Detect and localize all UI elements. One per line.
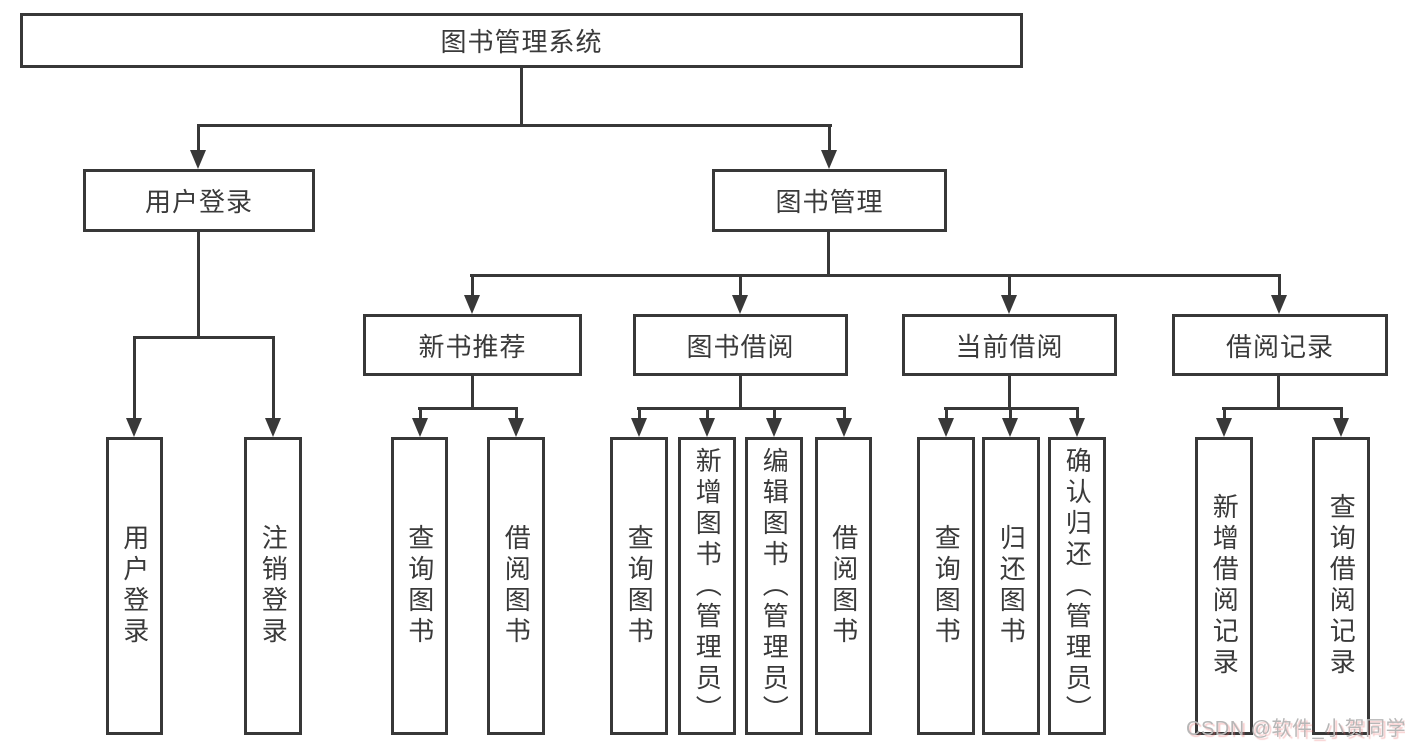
node-book-management-system-label: 图书管理系统 [440,27,603,57]
connector-arrow-stem [1222,407,1226,421]
connector-line [739,376,742,407]
connector-arrowhead-down-icon [508,418,524,437]
node-book-management-branch: 图书管理 [712,169,947,232]
connector-line [944,407,1079,410]
node-nb-query-books: 查询图书 [391,437,448,735]
node-borrowing-records-label: 借阅记录 [1225,331,1334,362]
node-current-borrowing: 当前借阅 [902,314,1117,376]
connector-arrowhead-down-icon [938,418,954,437]
connector-arrowhead-down-icon [412,418,428,437]
node-nb-borrow-books-label: 借阅图书 [501,524,532,648]
node-bb-add-books-admin: 新增图书（管理员） [678,437,736,735]
connector-line [197,232,200,336]
node-br-query-record: 查询借阅记录 [1312,437,1370,735]
connector-arrow-stem [514,407,518,421]
connector-arrowhead-down-icon [836,418,852,437]
connector-arrowhead-down-icon [126,418,142,437]
node-user-login-leaf-label: 用户登录 [119,524,150,648]
connector-arrowhead-down-icon [190,150,206,169]
node-logout-leaf-label: 注销登录 [258,524,289,648]
node-book-borrowing-label: 图书借阅 [686,331,795,362]
node-bb-borrow-books: 借阅图书 [815,437,872,735]
connector-arrowhead-down-icon [1001,295,1017,314]
connector-arrowhead-down-icon [464,295,480,314]
node-br-add-record: 新增借阅记录 [1195,437,1253,735]
connector-arrowhead-down-icon [766,418,782,437]
node-cb-return-books-label: 归还图书 [996,524,1027,648]
node-cb-return-books: 归还图书 [982,437,1040,735]
node-user-login-branch-label: 用户登录 [144,187,253,217]
connector-arrow-stem [1075,407,1079,421]
connector-line [470,274,1281,277]
node-nb-query-books-label: 查询图书 [404,524,435,648]
connector-line [133,336,275,339]
connector-arrow-stem [1008,407,1012,421]
node-bb-query-books-label: 查询图书 [624,524,655,648]
connector-line [418,407,518,410]
connector-arrow-stem [1339,407,1343,421]
node-book-borrowing: 图书借阅 [633,314,848,376]
connector-arrowhead-down-icon [699,418,715,437]
node-user-login-branch: 用户登录 [83,169,315,232]
node-book-management-system: 图书管理系统 [20,13,1023,68]
connector-arrowhead-down-icon [1216,418,1232,437]
connector-arrowhead-down-icon [631,418,647,437]
connector-arrow-stem [196,124,200,153]
node-new-book-recommend: 新书推荐 [363,314,582,376]
node-bb-edit-books-admin: 编辑图书（管理员） [745,437,803,735]
connector-arrow-stem [271,336,275,421]
connector-arrow-stem [470,274,474,298]
connector-arrowhead-down-icon [1333,418,1349,437]
connector-line [1008,376,1011,407]
node-new-book-recommend-label: 新书推荐 [418,331,527,362]
node-borrowing-records: 借阅记录 [1172,314,1388,376]
node-bb-query-books: 查询图书 [610,437,668,735]
connector-arrow-stem [637,407,641,421]
connector-arrow-stem [705,407,709,421]
connector-arrowhead-down-icon [1271,295,1287,314]
connector-arrow-stem [827,124,831,153]
node-cb-query-books-label: 查询图书 [931,524,962,648]
node-logout-leaf: 注销登录 [244,437,302,735]
node-cb-query-books: 查询图书 [917,437,975,735]
csdn-watermark: CSDN @软件_小贺同学 [1186,718,1405,740]
connector-arrowhead-down-icon [265,418,281,437]
connector-arrow-stem [944,407,948,421]
node-bb-add-books-admin-label: 新增图书（管理员） [692,446,723,726]
connector-line [637,407,845,410]
connector-arrow-stem [1277,274,1281,298]
connector-arrowhead-down-icon [821,150,837,169]
connector-line [520,68,523,124]
connector-arrowhead-down-icon [1002,418,1018,437]
node-current-borrowing-label: 当前借阅 [955,331,1064,362]
connector-line [471,376,474,407]
node-book-management-branch-label: 图书管理 [775,187,884,217]
connector-line [827,232,830,274]
node-cb-confirm-return-admin: 确认归还（管理员） [1048,437,1106,735]
connector-arrow-stem [132,336,136,421]
connector-arrow-stem [772,407,776,421]
node-br-query-record-label: 查询借阅记录 [1326,493,1357,679]
node-bb-borrow-books-label: 借阅图书 [828,524,859,648]
node-bb-edit-books-admin-label: 编辑图书（管理员） [759,446,790,726]
node-cb-confirm-return-admin-label: 确认归还（管理员） [1062,446,1093,726]
connector-line [197,124,832,127]
connector-arrow-stem [1007,274,1011,298]
connector-line [1222,407,1343,410]
connector-arrow-stem [738,274,742,298]
connector-arrowhead-down-icon [732,295,748,314]
connector-line [1277,376,1280,407]
node-nb-borrow-books: 借阅图书 [487,437,545,735]
connector-arrowhead-down-icon [1069,418,1085,437]
node-br-add-record-label: 新增借阅记录 [1209,493,1240,679]
node-user-login-leaf: 用户登录 [106,437,163,735]
connector-arrow-stem [418,407,422,421]
connector-arrow-stem [842,407,846,421]
